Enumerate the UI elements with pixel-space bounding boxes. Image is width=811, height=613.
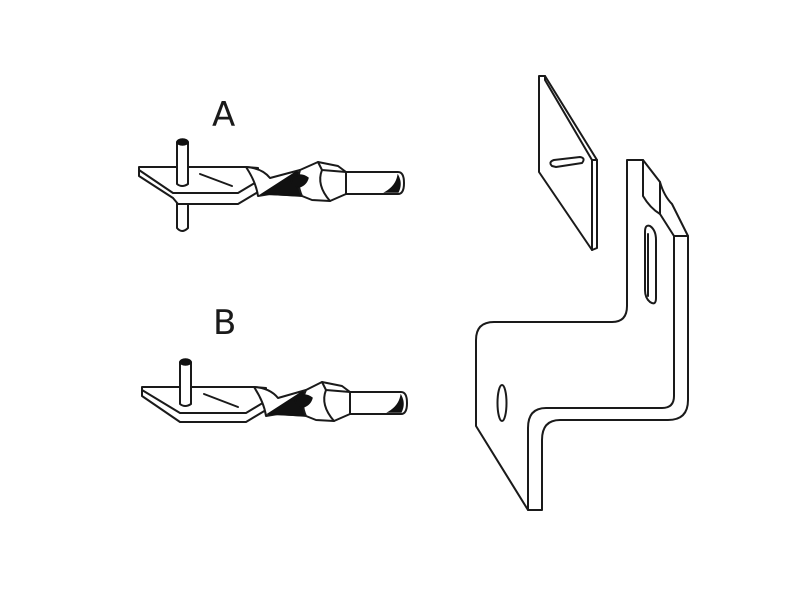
anchor-a-plate xyxy=(138,166,259,205)
anchor-b-pin-upper xyxy=(179,361,192,407)
anchor-a xyxy=(138,138,405,232)
label-a: A xyxy=(212,95,236,135)
label-b: B xyxy=(213,303,237,343)
anchor-a-pin-upper xyxy=(176,141,189,187)
z-bracket-hole xyxy=(496,384,508,422)
anchor-a-rod xyxy=(345,171,405,195)
anchor-a-pin-lower xyxy=(176,197,189,232)
washer-plate xyxy=(538,75,598,251)
z-bracket-slot xyxy=(644,224,657,305)
washer-plate-slot xyxy=(549,156,585,168)
anchor-b-plate xyxy=(141,386,267,423)
anchor-b xyxy=(141,358,408,423)
z-bracket xyxy=(475,159,689,511)
